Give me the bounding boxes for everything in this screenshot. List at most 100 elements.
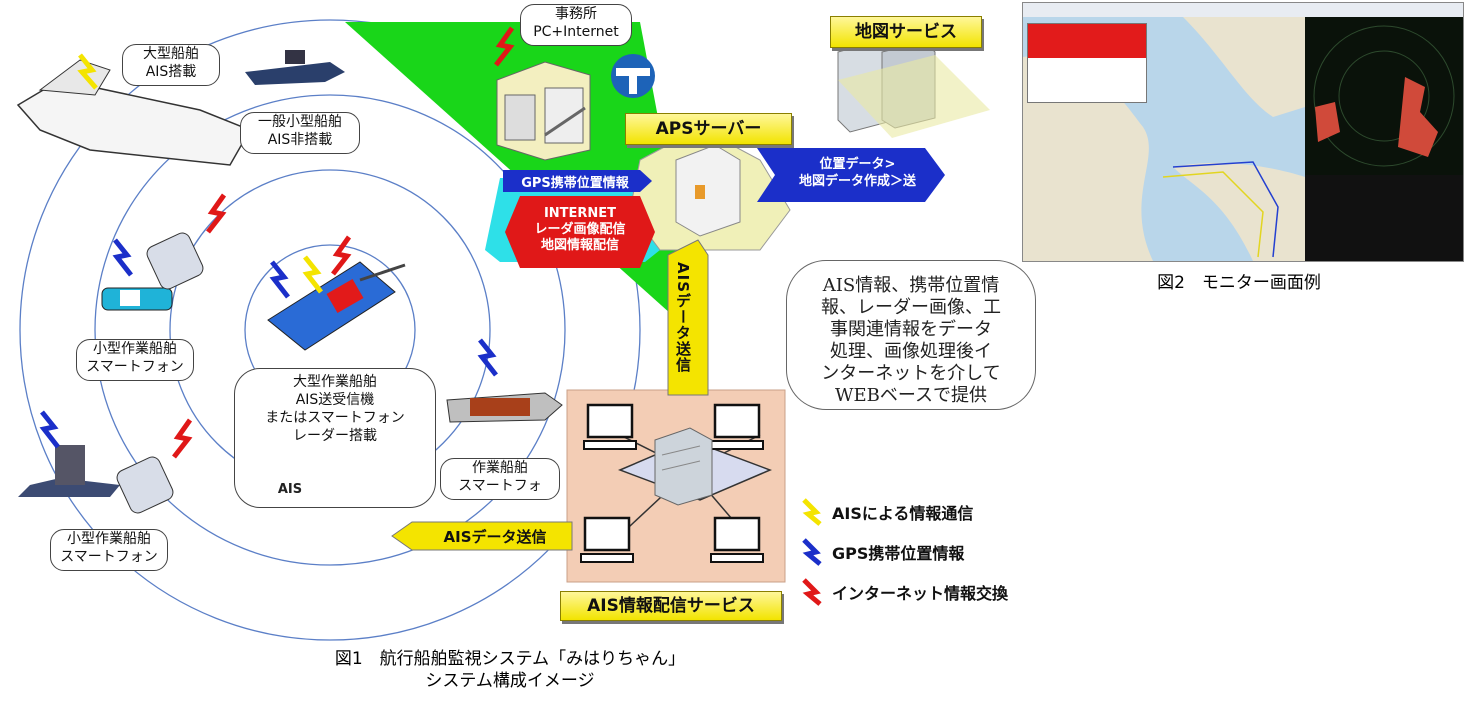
callout-line: スマートフォン bbox=[86, 359, 184, 375]
position-arrow-label: 位置データ> 地図データ作成＞送 bbox=[775, 156, 940, 190]
pc-icon bbox=[710, 516, 764, 563]
radar-graphic bbox=[1313, 25, 1455, 167]
signal-bolts bbox=[39, 26, 515, 459]
internet-arrow bbox=[505, 196, 655, 268]
gps-bolt-icon bbox=[39, 410, 60, 449]
internet-line: 地図情報配信 bbox=[540, 238, 619, 253]
gps-bolt-icon bbox=[802, 538, 822, 566]
processing-line: 事関連情報をデータ bbox=[830, 319, 992, 340]
legend-gps: GPS携帯位置情報 bbox=[800, 537, 964, 567]
ais-horizontal-label: AISデータ送信 bbox=[443, 528, 547, 546]
work-boat-2-callout: 小型作業船舶 スマートフォン bbox=[50, 529, 168, 571]
internet-bolt-icon bbox=[331, 235, 352, 276]
processing-line: 処理、画像処理後イ bbox=[830, 341, 992, 362]
caption-line: システム構成イメージ bbox=[425, 671, 595, 691]
processing-line: WEBベースで提供 bbox=[835, 385, 987, 406]
gps-arrow-label: GPS携帯位置情報 bbox=[521, 176, 629, 191]
pc-icons bbox=[580, 403, 764, 563]
ais-bolt-icon bbox=[77, 53, 98, 90]
pc-icon bbox=[580, 516, 634, 563]
smartphone-icon bbox=[146, 232, 204, 290]
monitor-status-panel bbox=[1305, 175, 1463, 261]
ais-bolt-icon bbox=[802, 498, 822, 526]
map-service-banner: 地図サービス bbox=[830, 16, 982, 48]
ais-horizontal-arrow bbox=[391, 521, 573, 551]
legend-ais: AISによる情報通信 bbox=[800, 497, 973, 527]
processing-line: AIS情報、携帯位置情 bbox=[822, 275, 1000, 296]
internet-bolt-icon bbox=[172, 418, 193, 459]
pc-icon bbox=[710, 403, 764, 450]
callout-line: PC+Internet bbox=[533, 24, 619, 40]
ais-bolt-icon bbox=[302, 255, 323, 294]
company-logo-icon bbox=[611, 54, 655, 98]
aps-server-banner: APSサーバー bbox=[625, 113, 792, 145]
pc-icon bbox=[583, 403, 637, 450]
office-building-icon bbox=[496, 61, 591, 161]
caption-line: 図1 航行船舶監視システム「みはりちゃん」 bbox=[334, 649, 686, 669]
position-line: 位置データ> bbox=[819, 157, 896, 172]
callout-line: 大型船舶 bbox=[143, 46, 199, 62]
internet-bolt-icon bbox=[494, 26, 515, 67]
internet-line: レーダ画像配信 bbox=[534, 222, 626, 237]
legend-label: AISによる情報通信 bbox=[832, 504, 974, 523]
callout-line: 大型作業船舶 bbox=[293, 374, 377, 390]
figure1-caption: 図1 航行船舶監視システム「みはりちゃん」 システム構成イメージ bbox=[250, 648, 770, 692]
range-ring bbox=[19, 19, 641, 641]
tug-boat-icon bbox=[18, 445, 120, 497]
callout-line: レーダー搭載 bbox=[293, 428, 377, 444]
work-boat-3-callout: 作業船舶 スマートフォ bbox=[440, 458, 560, 500]
callout-line: スマートフォ bbox=[458, 478, 542, 494]
map-graphic bbox=[1023, 17, 1305, 261]
range-ring bbox=[94, 94, 566, 566]
callout-line: 事務所 bbox=[555, 6, 597, 22]
central-server-icon bbox=[654, 427, 713, 506]
gps-bolt-icon bbox=[477, 338, 498, 377]
callout-line: 小型作業船舶 bbox=[93, 341, 177, 357]
figure2-caption: 図2 モニター画面例 bbox=[1157, 273, 1321, 293]
callout-line: 小型作業船舶 bbox=[67, 531, 151, 547]
small-ship-callout: 一般小型船舶 AIS非搭載 bbox=[240, 112, 360, 154]
monitor-screenshot bbox=[1022, 2, 1464, 262]
smartphone-icon bbox=[116, 456, 174, 514]
monitor-toolbar bbox=[1023, 3, 1463, 18]
callout-line: 一般小型船舶 bbox=[258, 114, 342, 130]
legend-label: GPS携帯位置情報 bbox=[832, 544, 965, 563]
office-callout: 事務所 PC+Internet bbox=[520, 4, 632, 46]
work-boat-icon bbox=[101, 287, 173, 311]
gps-bolt-icon bbox=[112, 238, 133, 277]
internet-bolt-icon bbox=[802, 578, 822, 606]
callout-line: またはスマートフォン bbox=[265, 410, 405, 426]
barge-icon bbox=[446, 392, 563, 423]
large-work-ship-callout: 大型作業船舶 AIS送受信機 またはスマートフォン レーダー搭載 bbox=[234, 368, 436, 508]
position-data-arrow bbox=[757, 148, 945, 202]
processing-callout: AIS情報、携帯位置情 報、レーダー画像、工 事関連情報をデータ 処理、画像処理… bbox=[786, 260, 1036, 410]
processing-line: 報、レーダー画像、工 bbox=[821, 297, 1001, 318]
callout-line: AIS送受信機 bbox=[295, 392, 375, 408]
small-ship-icon bbox=[245, 50, 345, 85]
ais-vertical-arrow bbox=[667, 239, 709, 396]
ais-device-label: AIS bbox=[277, 482, 303, 497]
gps-arrow bbox=[503, 170, 652, 192]
legend-internet: インターネット情報交換 bbox=[800, 577, 1008, 607]
ais-vertical-label: AISデータ送信 bbox=[674, 262, 692, 373]
monitor-radar bbox=[1305, 17, 1463, 175]
legend-label: インターネット情報交換 bbox=[832, 584, 1009, 603]
position-line: 地図データ作成＞送 bbox=[798, 174, 916, 189]
large-ship-callout: 大型船舶 AIS搭載 bbox=[122, 44, 220, 86]
map-server-icon bbox=[837, 39, 990, 138]
aps-server-icon bbox=[675, 144, 741, 237]
gps-bolt-icon bbox=[269, 260, 290, 299]
large-work-ship-icon bbox=[267, 261, 406, 351]
monitor-vessel-list bbox=[1027, 23, 1147, 103]
work-boat-1-callout: 小型作業船舶 スマートフォン bbox=[76, 339, 194, 381]
processing-line: ンターネットを介して bbox=[821, 363, 1001, 384]
callout-line: AIS搭載 bbox=[145, 64, 197, 80]
internet-bolt-icon bbox=[206, 193, 227, 234]
ais-service-banner: AIS情報配信サービス bbox=[560, 591, 782, 621]
callout-line: 作業船舶 bbox=[472, 460, 528, 476]
callout-line: スマートフォン bbox=[60, 549, 158, 565]
internet-arrow-label: INTERNET レーダ画像配信 地図情報配信 bbox=[515, 206, 645, 254]
internet-line: INTERNET bbox=[543, 206, 617, 221]
